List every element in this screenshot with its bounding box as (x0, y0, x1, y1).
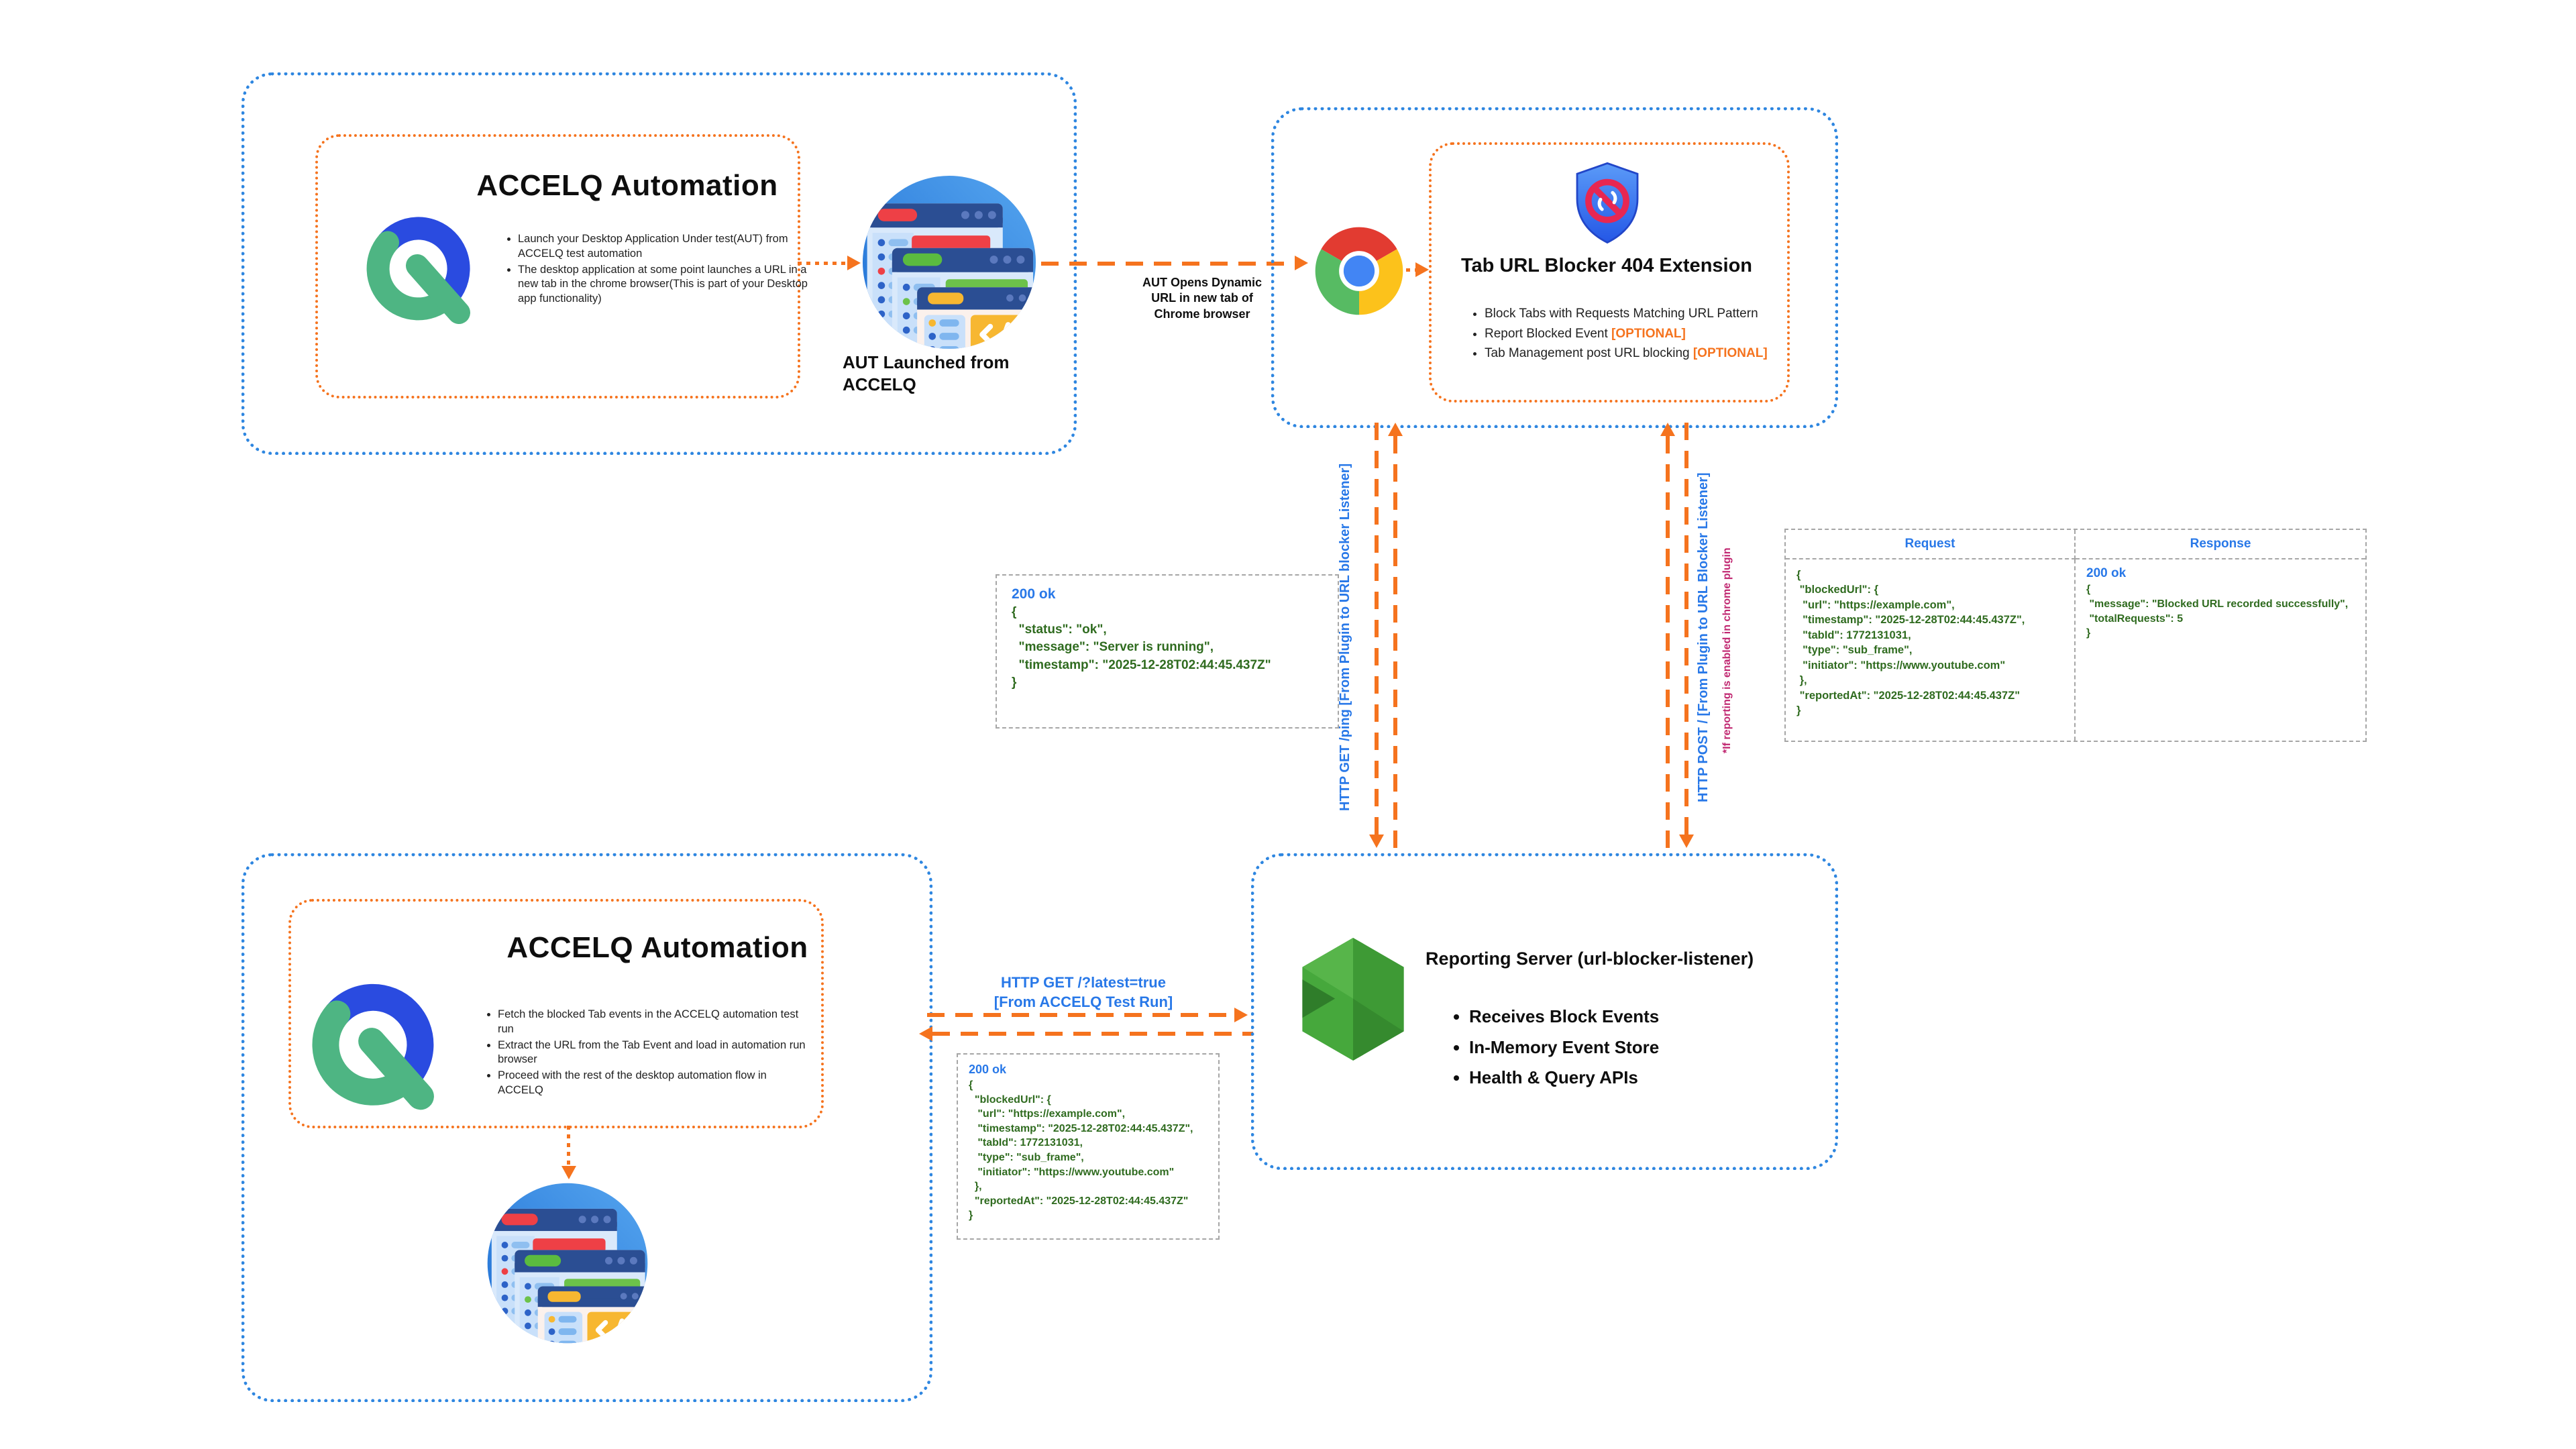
bullet-item: Report Blocked Event [OPTIONAL] (1485, 325, 1794, 343)
fetch-flow-label-line2: [From ACCELQ Test Run] (994, 994, 1173, 1011)
response-header: Response (2076, 530, 2365, 559)
extension-title: Tab URL Blocker 404 Extension (1460, 255, 1753, 276)
chrome-icon (1315, 227, 1403, 315)
url-blocker-shield-icon (1568, 161, 1646, 246)
top-left-title: ACCELQ Automation (476, 169, 778, 202)
arrow-chrome-to-extension (1406, 268, 1417, 272)
request-body: { "blockedUrl": { "url": "https://exampl… (1786, 559, 2076, 741)
fetch-response-arrowhead (919, 1026, 932, 1041)
flow-get-request-line (1375, 423, 1379, 835)
server-title: Reporting Server (url-blocker-listener) (1426, 949, 1754, 969)
bottom-left-group-box (241, 853, 932, 1402)
response-body: 200 ok { "message": "Blocked URL recorde… (2076, 559, 2365, 741)
bullet-item: Tab Management post URL blocking [OPTION… (1485, 344, 1794, 363)
arrowhead-to-extension (1415, 262, 1429, 277)
extension-inner-box (1429, 142, 1790, 402)
optional-tag: [OPTIONAL] (1693, 346, 1768, 361)
flow-post-label: HTTP POST / [From Plugin to URL Blocker … (1696, 472, 1711, 802)
flow-post-note: *If reporting is enabled in chrome plugi… (1721, 547, 1733, 754)
bottom-left-title: ACCELQ Automation (506, 931, 808, 964)
bullet-item: Launch your Desktop Application Under te… (518, 232, 821, 262)
arrow-aut-to-chrome (1041, 262, 1296, 266)
bullet-item: Block Tabs with Requests Matching URL Pa… (1485, 305, 1794, 323)
fetch-flow-label: HTTP GET /?latest=true [From ACCELQ Test… (973, 973, 1194, 1012)
fetch-request-line (927, 1013, 1236, 1017)
optional-tag: [OPTIONAL] (1611, 326, 1686, 341)
latest-response-box: 200 ok { "blockedUrl": { "url": "https:/… (957, 1053, 1220, 1240)
flow-post-response-line (1666, 436, 1670, 848)
request-header: Request (1786, 530, 2076, 559)
ping-response-box: 200 ok { "status": "ok", "message": "Ser… (996, 574, 1339, 729)
flow-get-response-line (1393, 436, 1397, 848)
bullet-item: Health & Query APIs (1469, 1063, 1818, 1093)
ping-response-status: 200 ok (1012, 586, 1056, 602)
extension-group-box (1271, 107, 1838, 428)
flow-get-response-arrowhead (1388, 423, 1403, 436)
accelq-logo-bottom (299, 969, 457, 1126)
flow-get-label: HTTP GET /ping [From Plugin to URL block… (1338, 463, 1352, 812)
bottom-left-bullets: Fetch the blocked Tab events in the ACCE… (478, 1006, 813, 1099)
bullet-item: Extract the URL from the Tab Event and l… (498, 1038, 813, 1068)
arrow-box-to-aut-bottom (567, 1126, 570, 1167)
fetch-request-arrowhead (1234, 1008, 1248, 1022)
bullet-item: In-Memory Event Store (1469, 1033, 1818, 1063)
top-left-bullets: Launch your Desktop Application Under te… (498, 231, 821, 308)
latest-response-json: { "blockedUrl": { "url": "https://exampl… (969, 1079, 1193, 1222)
bullet-item: Proceed with the rest of the desktop aut… (498, 1069, 813, 1098)
extension-bullets: Block Tabs with Requests Matching URL Pa… (1464, 303, 1794, 364)
flow-get-request-arrowhead (1369, 835, 1384, 848)
aut-app-icon (860, 173, 1038, 352)
accelq-logo (356, 204, 490, 338)
server-bullets: Receives Block EventsIn-Memory Event Sto… (1449, 1001, 1818, 1094)
response-json: { "message": "Blocked URL recorded succe… (2086, 584, 2349, 639)
bottom-left-inner-box (288, 899, 824, 1128)
arrowhead-to-aut (847, 256, 861, 270)
fetch-flow-label-line1: HTTP GET /?latest=true (1001, 974, 1166, 991)
bullet-item: The desktop application at some point la… (518, 263, 821, 307)
top-left-inner-box (315, 134, 800, 398)
arrowhead-to-aut-bottom (561, 1166, 576, 1179)
report-request-response-panel: Request Response { "blockedUrl": { "url"… (1784, 529, 2367, 742)
arrowhead-to-chrome (1295, 256, 1308, 270)
flow-post-request-arrowhead (1679, 835, 1694, 848)
arrow-top-label: AUT Opens Dynamic URL in new tab of Chro… (1142, 276, 1263, 321)
response-status: 200 ok (2086, 566, 2127, 580)
arrow-box-to-aut (798, 262, 849, 265)
latest-response-status: 200 ok (969, 1063, 1007, 1076)
server-group-box (1251, 853, 1838, 1170)
nodejs-icon (1302, 937, 1404, 1061)
request-json: { "blockedUrl": { "url": "https://exampl… (1796, 569, 2025, 716)
ping-response-json: { "status": "ok", "message": "Server is … (1012, 605, 1271, 690)
fetch-response-line (932, 1032, 1253, 1036)
bullet-item: Receives Block Events (1469, 1002, 1818, 1032)
flow-post-response-arrowhead (1660, 423, 1675, 436)
aut-caption: AUT Launched from ACCELQ (843, 352, 1010, 395)
flow-post-request-line (1684, 423, 1688, 835)
bullet-item: Fetch the blocked Tab events in the ACCE… (498, 1008, 813, 1037)
aut-app-icon-bottom (485, 1181, 650, 1346)
